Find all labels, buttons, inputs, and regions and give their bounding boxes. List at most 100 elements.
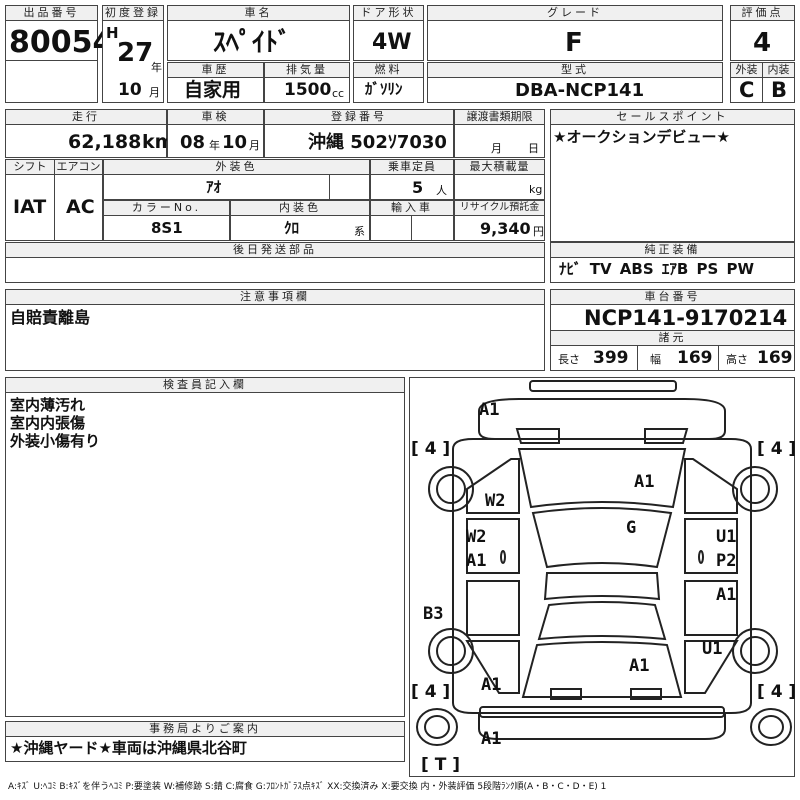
first-registration-label: 初度登録 [102,5,164,21]
capacity-label: 乗車定員 [370,159,454,175]
mileage-unit: km [142,131,175,153]
exterior-grade-cell [730,77,763,103]
equipment: ﾅﾋﾞ TV ABS ｴｱB PS PW [559,260,755,278]
damage-mark: A1 [466,551,487,571]
fuel-cell [353,77,424,103]
inspector-notes-label: 検査員記入欄 [5,377,405,393]
model-code-cell [427,77,723,103]
aircon: AC [66,196,95,218]
lot-number-cell [5,20,98,61]
door-type-label: ドア形状 [353,5,424,21]
interior-grade-label: 内装 [762,62,795,78]
length-cell [550,345,638,371]
plate-label: 登録番号 [264,109,454,125]
interior-color-unit: 系 [354,225,365,238]
inspection-label: 車検 [167,109,264,125]
first-registration-month: 10 [118,80,142,100]
score-cell [730,20,795,61]
recycle-deposit-label: リサイクル預託金 [454,200,545,216]
height-label: 高さ [726,353,748,366]
max-load-unit: kg [529,183,543,196]
interior-grade: B [771,78,788,102]
import-label: 輸入車 [370,200,454,216]
door-type-cell [353,20,424,61]
interior-color: ｸﾛ [284,219,300,237]
history: 自家用 [184,79,242,101]
exterior-color-blank [329,174,370,200]
color-number-label: カラーNo. [103,200,230,216]
chassis-number-label: 車台番号 [550,289,795,305]
import-cell-2 [411,215,454,241]
inspection-cell [167,124,264,158]
exterior-grade-label: 外装 [730,62,763,78]
height: 169 [757,348,793,368]
later-parts-cell [5,257,545,283]
car-name-cell [167,20,350,61]
damage-mark: A1 [479,400,500,420]
lot-number-blank [5,60,98,103]
inspector-note: 室内薄汚れ [10,396,86,414]
inspector-notes-cell [5,392,405,717]
first-registration-year-unit: 年 [151,61,162,74]
exterior-color-label: 外装色 [103,159,370,175]
caution: 自賠責離島 [10,308,91,327]
sales-point-cell [550,124,795,242]
color-number-cell [103,215,230,241]
inspection-month-unit: 月 [249,139,260,152]
width-label: 幅 [650,353,661,366]
interior-color-cell [230,215,370,241]
grade-cell [427,20,723,61]
import-cell [370,215,412,241]
recycle-deposit-cell [454,215,545,241]
office-notice-cell [5,736,405,762]
mileage: 62,188 [68,131,142,153]
displacement-cell [264,77,350,103]
car-name-label: 車名 [167,5,350,21]
exterior-color-cell [103,174,330,200]
length-label: 長さ [558,353,580,366]
color-number: 8S1 [151,219,183,237]
dimensions-label: 諸元 [550,330,795,346]
grade-label: グレード [427,5,723,21]
car-damage-diagram [416,380,792,746]
car-name: ｽﾍﾟｲﾄﾞ [213,28,292,58]
capacity: 5 [412,178,424,197]
model-code: DBA-NCP141 [515,80,645,101]
damage-mark: A1 [481,729,502,749]
lot-number-label: 出品番号 [5,5,98,21]
capacity-unit: 人 [436,184,447,197]
damage-mark: G [626,518,637,538]
mileage-cell [5,124,167,158]
spare-tire-label: [ T ] [421,755,460,775]
grade: F [565,28,583,58]
inspector-note: 室内内張傷 [10,414,86,432]
transfer-month-unit: 月 [491,142,502,155]
history-cell [167,77,264,103]
damage-diagram-frame [409,377,795,777]
model-code-label: 型式 [427,62,723,78]
lot-number: 80054 [9,25,114,60]
exterior-grade: C [739,78,755,102]
shift: IAT [13,196,47,218]
interior-color-label: 内装色 [230,200,370,216]
office-notice-label: 事務局よりご案内 [5,721,405,737]
interior-grade-cell [762,77,795,103]
door-type: 4W [372,30,412,55]
damage-mark: W2 [485,491,506,511]
first-registration-era: H [106,24,119,42]
caution-label: 注意事項欄 [5,289,545,305]
damage-legend: A:ｷｽﾞ U:ﾍｺﾐ B:ｷｽﾞを伴うﾍｺﾐ P:要塗装 W:補修跡 S:錆 … [8,782,607,792]
shift-label: シフト [5,159,55,175]
max-load-label: 最大積載量 [454,159,545,175]
history-label: 車歴 [167,62,264,78]
recycle-deposit: 9,340 [480,219,531,238]
fuel-label: 燃料 [353,62,424,78]
equipment-cell [550,257,795,283]
aircon-cell [54,174,103,241]
damage-mark: A1 [629,656,650,676]
tire-label-rear-left: [ 4 ] [411,682,451,702]
tire-label-front-right: [ 4 ] [757,439,797,459]
damage-mark: A1 [634,472,655,492]
damage-mark: A1 [481,675,502,695]
transfer-day-unit: 日 [528,142,539,155]
